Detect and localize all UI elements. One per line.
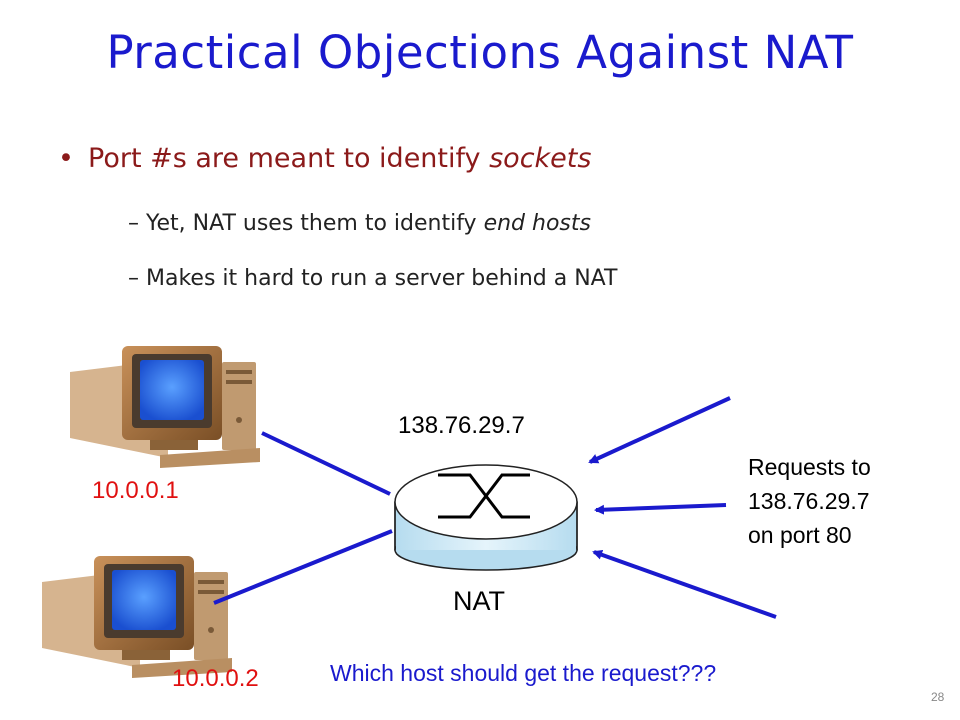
- nat-label: NAT: [453, 586, 505, 616]
- subbullet-2: – Makes it hard to run a server behind a…: [128, 266, 617, 291]
- bullet-emphasis: sockets: [489, 143, 592, 174]
- main-bullet: • Port #s are meant to identify sockets: [58, 143, 591, 174]
- subbullet-1-text: Yet, NAT uses them to identify: [146, 211, 484, 236]
- computer-2-icon: [42, 556, 232, 678]
- nat-router-icon: [394, 464, 578, 571]
- incoming-arrow-1: [588, 396, 731, 464]
- subbullet-1-dash: –: [128, 211, 139, 236]
- host2-link: [213, 529, 393, 605]
- requests-line-1: Requests to: [748, 454, 871, 480]
- bullet-dot-icon: •: [58, 143, 74, 174]
- subbullet-1-emphasis: end hosts: [483, 211, 591, 236]
- question-text: Which host should get the request???: [330, 660, 717, 686]
- host1-ip-label: 10.0.0.1: [92, 477, 179, 504]
- subbullet-2-text: Makes it hard to run a server behind a N…: [146, 266, 618, 291]
- subbullet-1: – Yet, NAT uses them to identify end hos…: [128, 211, 591, 236]
- requests-line-3: on port 80: [748, 522, 852, 548]
- subbullet-2-dash: –: [128, 266, 139, 291]
- host1-link: [261, 431, 391, 496]
- requests-label: Requests to 138.76.29.7 on port 80: [748, 450, 871, 552]
- incoming-arrow-3: [592, 549, 777, 619]
- bullet-text: Port #s are meant to identify: [88, 143, 490, 174]
- nat-public-ip-label: 138.76.29.7: [398, 412, 525, 439]
- host2-ip-label: 10.0.0.2: [172, 665, 259, 692]
- incoming-arrow-2: [594, 503, 727, 515]
- page-number: 28: [931, 690, 945, 704]
- slide-title: Practical Objections Against NAT: [106, 26, 854, 79]
- requests-line-2: 138.76.29.7: [748, 488, 870, 514]
- computer-1-icon: [70, 346, 260, 468]
